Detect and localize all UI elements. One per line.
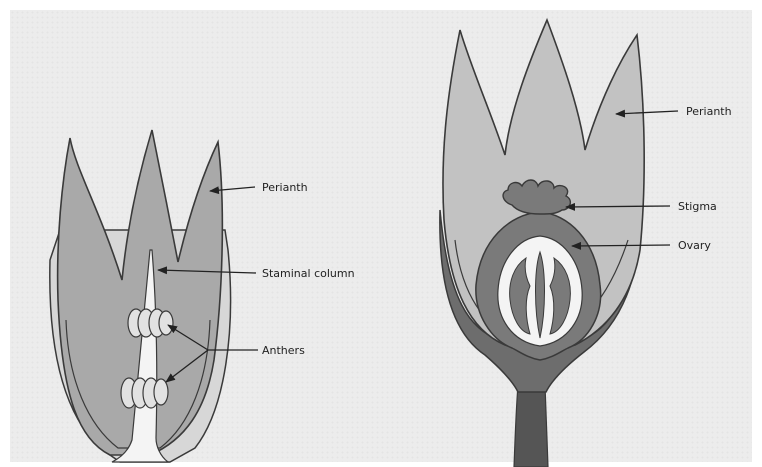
label-stigma: Stigma xyxy=(678,200,717,213)
staminate-flower xyxy=(50,130,231,462)
pistillate-flower xyxy=(440,20,644,467)
label-ovary: Ovary xyxy=(678,239,711,252)
label-anthers: Anthers xyxy=(262,344,305,357)
label-staminal-column: Staminal column xyxy=(262,267,355,280)
label-right-perianth: Perianth xyxy=(686,105,732,118)
upper-anthers xyxy=(128,309,173,337)
lower-anthers xyxy=(121,378,168,408)
label-left-perianth: Perianth xyxy=(262,181,308,194)
flower-stalk xyxy=(514,385,548,467)
